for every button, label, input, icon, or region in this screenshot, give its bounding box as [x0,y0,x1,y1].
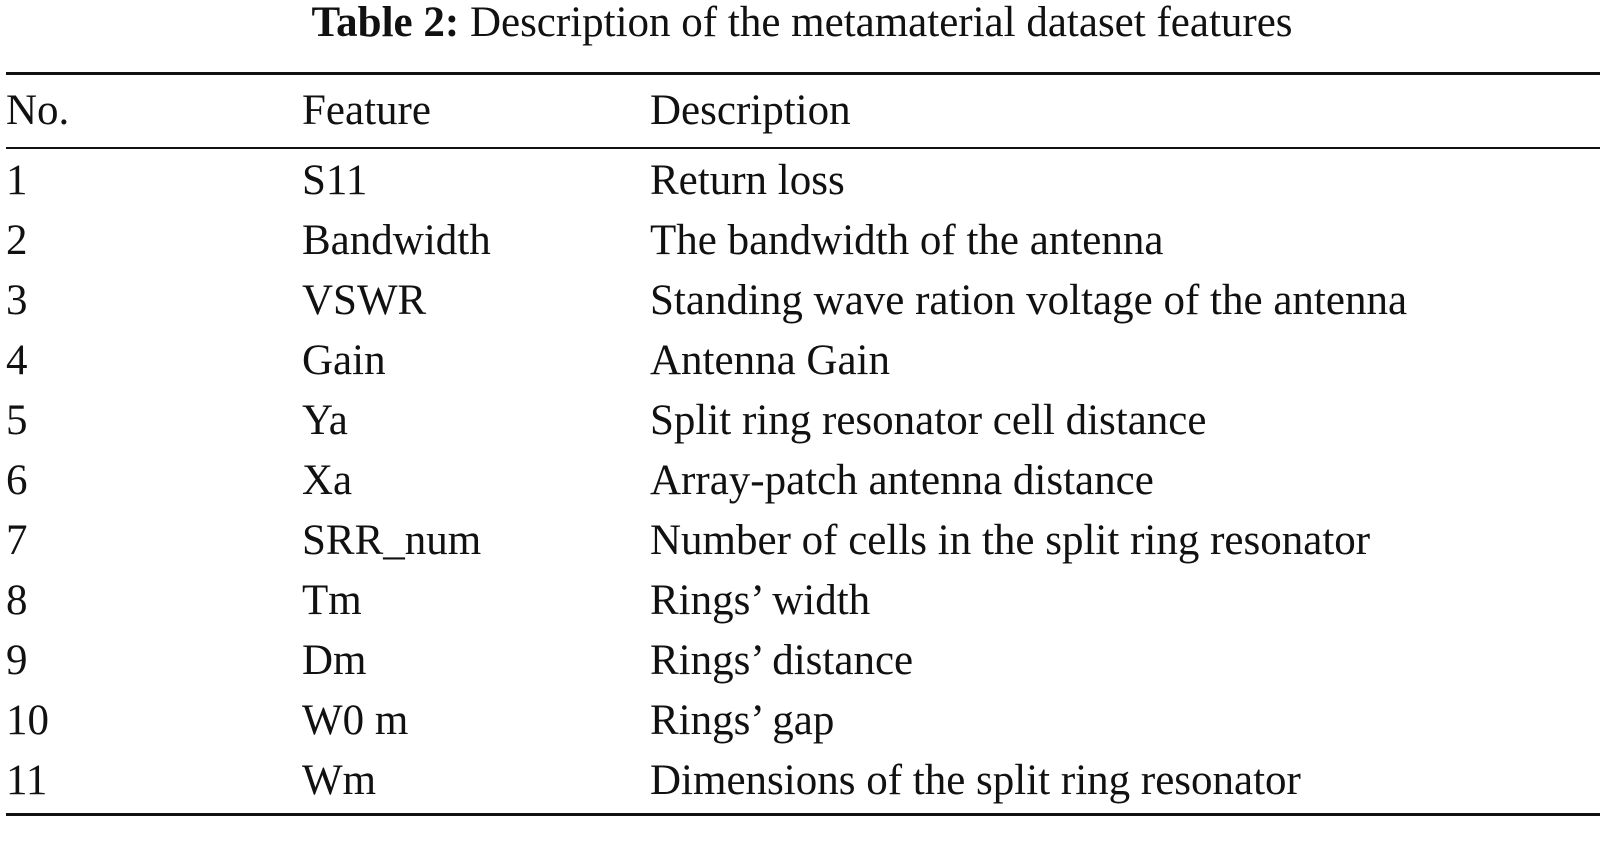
cell-feature: W0 m [302,697,409,744]
caption-text: Description of the metamaterial dataset … [469,0,1293,46]
table-row: 6 Xa Array-patch antenna distance [6,451,1600,511]
cell-description: Number of cells in the split ring resona… [650,517,1371,564]
cell-feature: S11 [302,157,368,204]
table-row: 11 Wm Dimensions of the split ring reson… [6,751,1600,811]
cell-no: 3 [6,277,28,324]
cell-no: 4 [6,337,28,384]
cell-no: 10 [6,697,49,744]
cell-no: 1 [6,157,28,204]
cell-description: Rings’ gap [650,697,835,744]
header-description: Description [650,87,851,134]
table-row: 1 S11 Return loss [6,151,1600,211]
cell-no: 2 [6,217,28,264]
table-row: 8 Tm Rings’ width [6,571,1600,631]
table-row: 10 W0 m Rings’ gap [6,691,1600,751]
caption-label: Table 2: [311,0,460,46]
cell-feature: Gain [302,337,386,384]
cell-feature: Bandwidth [302,217,491,264]
cell-description: Split ring resonator cell distance [650,397,1207,444]
cell-feature: Ya [302,397,348,444]
cell-description: Array-patch antenna distance [650,457,1154,504]
cell-description: Antenna Gain [650,337,891,384]
table-row: 4 Gain Antenna Gain [6,331,1600,391]
cell-no: 6 [6,457,28,504]
features-table: No. Feature Description 1 S11 Return los… [6,72,1600,816]
cell-description: Rings’ width [650,577,871,624]
cell-description: Rings’ distance [650,637,914,684]
cell-no: 8 [6,577,28,624]
table-top-rule [6,72,1600,75]
cell-feature: Wm [302,757,377,804]
cell-no: 7 [6,517,28,564]
cell-description: Dimensions of the split ring resonator [650,757,1301,804]
table-caption: Table 2: Description of the metamaterial… [0,0,1604,52]
cell-description: Return loss [650,157,845,204]
table-header-row: No. Feature Description [6,75,1600,147]
cell-feature: Dm [302,637,367,684]
header-no: No. [6,87,70,134]
table-body: 1 S11 Return loss 2 Bandwidth The bandwi… [6,149,1600,813]
cell-description: Standing wave ration voltage of the ante… [650,277,1408,324]
cell-feature: VSWR [302,277,427,324]
table-row: 7 SRR_num Number of cells in the split r… [6,511,1600,571]
header-feature: Feature [302,87,431,134]
cell-no: 5 [6,397,28,444]
table-row: 3 VSWR Standing wave ration voltage of t… [6,271,1600,331]
cell-feature: SRR_num [302,517,482,564]
table-row: 9 Dm Rings’ distance [6,631,1600,691]
cell-feature: Xa [302,457,353,504]
cell-feature: Tm [302,577,362,624]
cell-description: The bandwidth of the antenna [650,217,1164,264]
table-header-rule [6,147,1600,149]
table-bottom-rule [6,813,1600,816]
table-row: 5 Ya Split ring resonator cell distance [6,391,1600,451]
table-row: 2 Bandwidth The bandwidth of the antenna [6,211,1600,271]
cell-no: 9 [6,637,28,684]
cell-no: 11 [6,757,48,804]
